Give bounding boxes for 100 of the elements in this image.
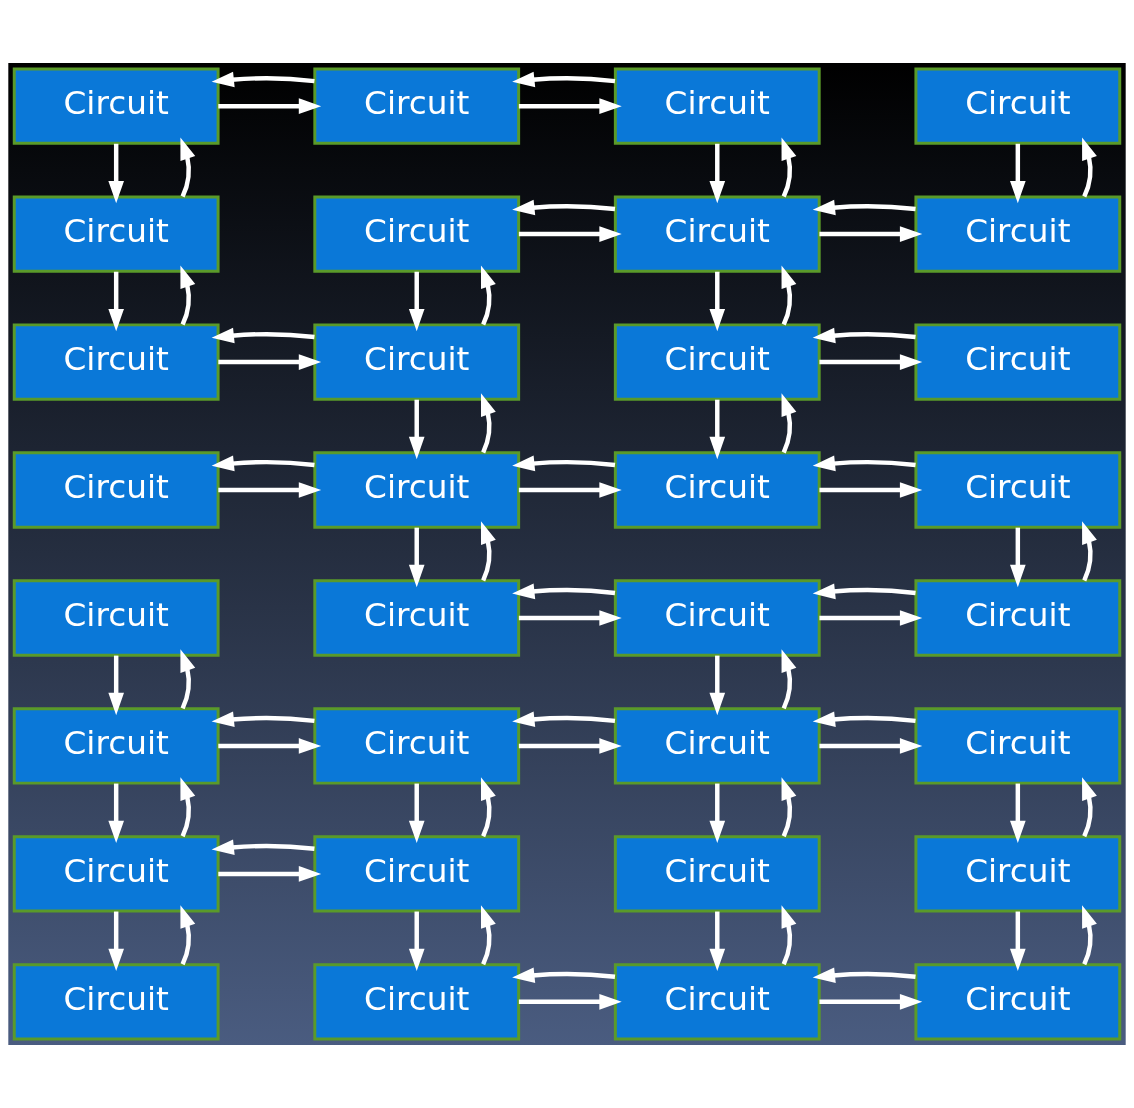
arrow <box>211 327 315 344</box>
node-box: Circuit <box>313 579 521 657</box>
arrow <box>781 905 797 966</box>
node-box: Circuit <box>914 963 1122 1041</box>
node-box: Circuit <box>313 707 521 785</box>
arrow <box>408 911 425 972</box>
arrow <box>709 399 726 460</box>
node-box: Circuit <box>914 451 1122 529</box>
node-box: Circuit <box>12 451 220 529</box>
arrow <box>408 783 425 844</box>
node-box: Circuit <box>914 323 1122 401</box>
node-box: Circuit <box>12 67 220 145</box>
arrow <box>512 199 616 216</box>
arrow <box>819 994 923 1010</box>
arrow <box>1082 521 1097 582</box>
node-box: Circuit <box>914 195 1122 273</box>
arrow <box>1010 143 1026 204</box>
arrow <box>709 271 726 332</box>
arrow <box>211 71 315 88</box>
arrow <box>180 905 196 966</box>
arrow <box>211 455 315 472</box>
node-box: Circuit <box>613 579 821 657</box>
arrow <box>108 911 124 972</box>
node-box: Circuit <box>12 707 220 785</box>
node-box: Circuit <box>613 835 821 913</box>
arrow <box>1010 527 1026 588</box>
arrow <box>1082 137 1097 198</box>
arrow <box>781 649 797 710</box>
arrow <box>512 583 616 600</box>
arrow <box>819 482 923 498</box>
node-box: Circuit <box>313 323 521 401</box>
node-box: Circuit <box>313 835 521 913</box>
arrow <box>408 399 425 460</box>
arrow <box>108 271 124 332</box>
arrow <box>218 98 322 114</box>
arrow <box>218 354 322 370</box>
arrow <box>512 71 616 88</box>
arrow <box>709 143 726 204</box>
arrow <box>812 967 916 983</box>
arrow <box>480 265 496 326</box>
arrow <box>819 354 923 370</box>
node-box: Circuit <box>313 451 521 529</box>
node-box: Circuit <box>12 963 220 1041</box>
arrow <box>180 649 196 710</box>
node-box: Circuit <box>613 323 821 401</box>
arrow <box>218 482 322 498</box>
arrow <box>518 98 622 114</box>
arrow <box>480 905 496 966</box>
node-box: Circuit <box>613 195 821 273</box>
arrow <box>180 137 196 198</box>
arrow <box>819 226 923 242</box>
arrow <box>709 911 726 972</box>
arrow <box>211 711 315 728</box>
arrow <box>518 738 622 754</box>
arrow <box>480 777 496 838</box>
arrow <box>218 866 322 882</box>
arrow <box>180 265 196 326</box>
node-box: Circuit <box>12 579 220 657</box>
node-box: Circuit <box>313 195 521 273</box>
node-box: Circuit <box>313 963 521 1041</box>
arrow <box>408 271 425 332</box>
arrow <box>108 143 124 204</box>
node-box: Circuit <box>12 195 220 273</box>
node-box: Circuit <box>613 67 821 145</box>
arrow <box>709 783 726 844</box>
arrow <box>512 711 616 728</box>
node-box: Circuit <box>914 835 1122 913</box>
arrow <box>812 583 916 600</box>
arrow <box>518 610 622 626</box>
arrow <box>180 777 196 838</box>
arrow <box>518 482 622 498</box>
arrow <box>211 839 315 856</box>
arrow <box>812 327 916 344</box>
arrow <box>781 265 797 326</box>
node-box: Circuit <box>914 579 1122 657</box>
arrow <box>218 738 322 754</box>
arrow <box>108 783 124 844</box>
arrow <box>512 455 616 472</box>
node-box: Circuit <box>12 323 220 401</box>
arrow <box>709 655 726 716</box>
arrow <box>781 137 797 198</box>
arrow <box>1010 783 1026 844</box>
arrow <box>108 655 124 716</box>
arrow <box>1082 777 1097 838</box>
node-box: Circuit <box>12 835 220 913</box>
arrow <box>812 711 916 728</box>
node-box: Circuit <box>613 707 821 785</box>
arrow <box>819 738 923 754</box>
arrow <box>518 226 622 242</box>
node-box: Circuit <box>613 451 821 529</box>
arrow <box>480 393 496 454</box>
node-box: Circuit <box>914 67 1122 145</box>
node-box: Circuit <box>914 707 1122 785</box>
arrow <box>812 455 916 472</box>
arrow <box>781 777 797 838</box>
arrow <box>512 967 616 983</box>
arrow <box>1010 911 1026 972</box>
node-box: Circuit <box>313 67 521 145</box>
arrow <box>781 393 797 454</box>
arrow <box>812 199 916 216</box>
